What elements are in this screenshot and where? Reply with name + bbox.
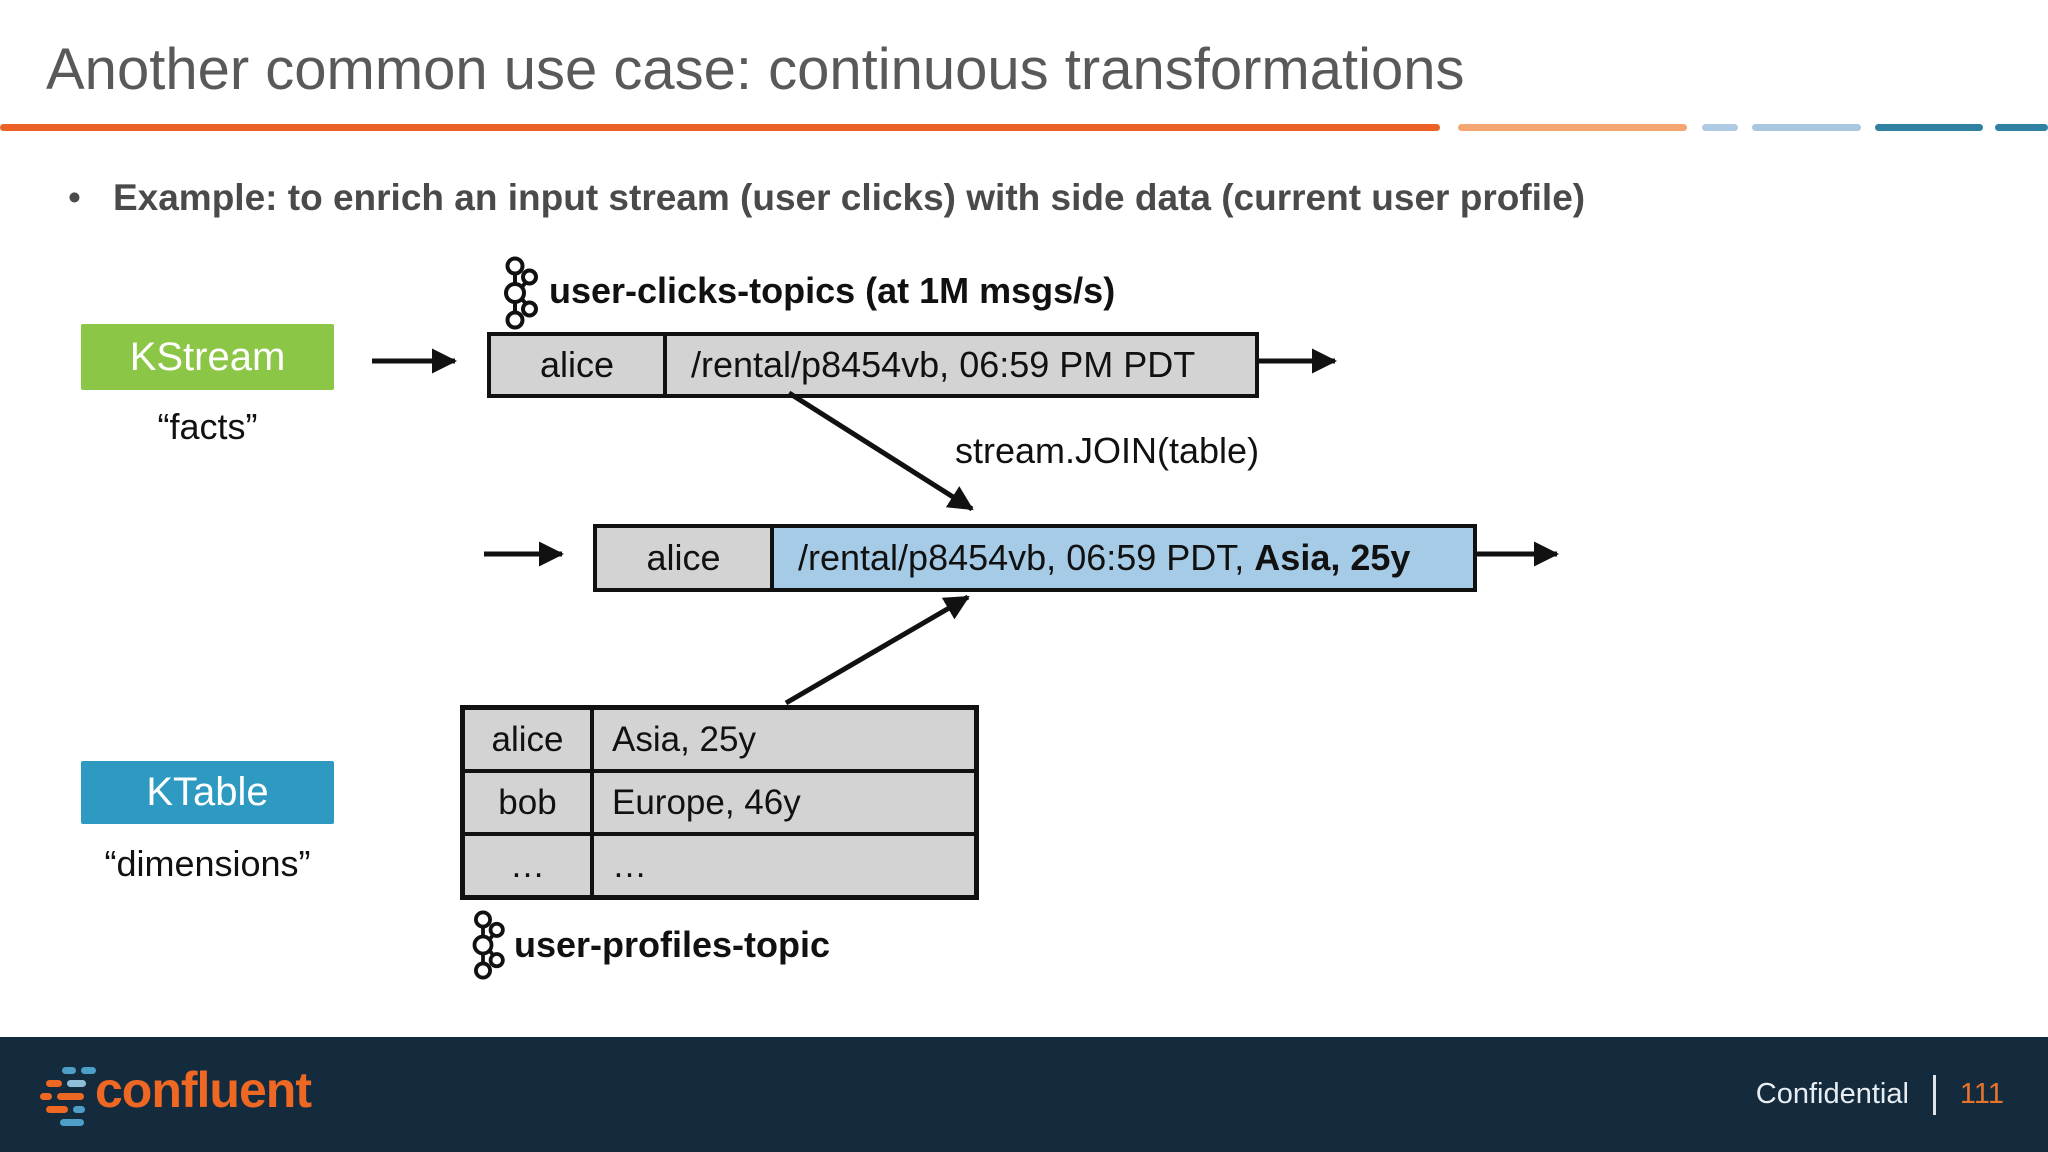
table-row: bob Europe, 46y xyxy=(465,773,974,836)
table-row-key: bob xyxy=(465,773,594,832)
kstream-box: KStream xyxy=(81,324,334,390)
confluent-logo: confluent xyxy=(0,1037,340,1152)
join-operation-label: stream.JOIN(table) xyxy=(955,430,1260,471)
title-underline-segment xyxy=(1458,124,1687,131)
table-row-value: Europe, 46y xyxy=(612,782,801,822)
title-underline-segment xyxy=(1702,124,1738,131)
joined-record-value: /rental/p8454vb, 06:59 PDT, Asia, 25y xyxy=(774,528,1473,588)
title-underline-segment xyxy=(1875,124,1983,131)
stream-topic-label: user-clicks-topics (at 1M msgs/s) xyxy=(549,270,1116,311)
joined-record-value-prefix: /rental/p8454vb, 06:59 PDT, xyxy=(798,537,1255,578)
joined-record-key: alice xyxy=(597,528,774,588)
title-underline-segment xyxy=(0,124,1440,131)
kafka-logo-icon xyxy=(472,910,505,980)
joined-record-value-enriched: Asia, 25y xyxy=(1254,537,1411,578)
table-row-value: Asia, 25y xyxy=(612,719,756,759)
confluent-wordmark: confluent xyxy=(95,1062,312,1118)
kstream-caption: “facts” xyxy=(157,406,258,447)
table-row-key: alice xyxy=(465,710,594,769)
arrow-table-to-join xyxy=(784,594,970,706)
profiles-table: alice Asia, 25y bob Europe, 46y … … xyxy=(460,705,979,900)
footer-right: Confidential 111 xyxy=(1756,1037,2004,1152)
input-record-row: alice /rental/p8454vb, 06:59 PM PDT xyxy=(487,332,1259,398)
table-row-key: … xyxy=(465,836,594,895)
page-number: 111 xyxy=(1959,1078,2004,1110)
slide-title: Another common use case: continuous tran… xyxy=(46,37,1465,102)
table-row-value: … xyxy=(612,845,647,885)
table-row: alice Asia, 25y xyxy=(465,710,974,773)
ktable-box: KTable xyxy=(81,761,334,824)
bullet-line: • Example: to enrich an input stream (us… xyxy=(68,175,1585,221)
footer: confluent Confidential 111 xyxy=(0,1037,2048,1152)
footer-divider xyxy=(1932,1074,1936,1115)
input-record-value: /rental/p8454vb, 06:59 PM PDT xyxy=(691,344,1196,385)
kafka-logo-icon xyxy=(504,256,538,330)
table-topic-label: user-profiles-topic xyxy=(514,924,831,965)
title-underline-segment xyxy=(1752,124,1861,131)
input-record-key: alice xyxy=(491,336,667,394)
table-row: … … xyxy=(465,836,974,895)
arrow-record-to-join xyxy=(787,390,974,512)
joined-record-row: alice /rental/p8454vb, 06:59 PDT, Asia, … xyxy=(593,524,1477,592)
confidential-label: Confidential xyxy=(1755,1078,1909,1110)
ktable-caption: “dimensions” xyxy=(104,843,311,884)
bullet-marker: • xyxy=(68,177,81,218)
title-underline-segment xyxy=(1995,124,2048,131)
bullet-text: Example: to enrich an input stream (user… xyxy=(112,177,1586,218)
